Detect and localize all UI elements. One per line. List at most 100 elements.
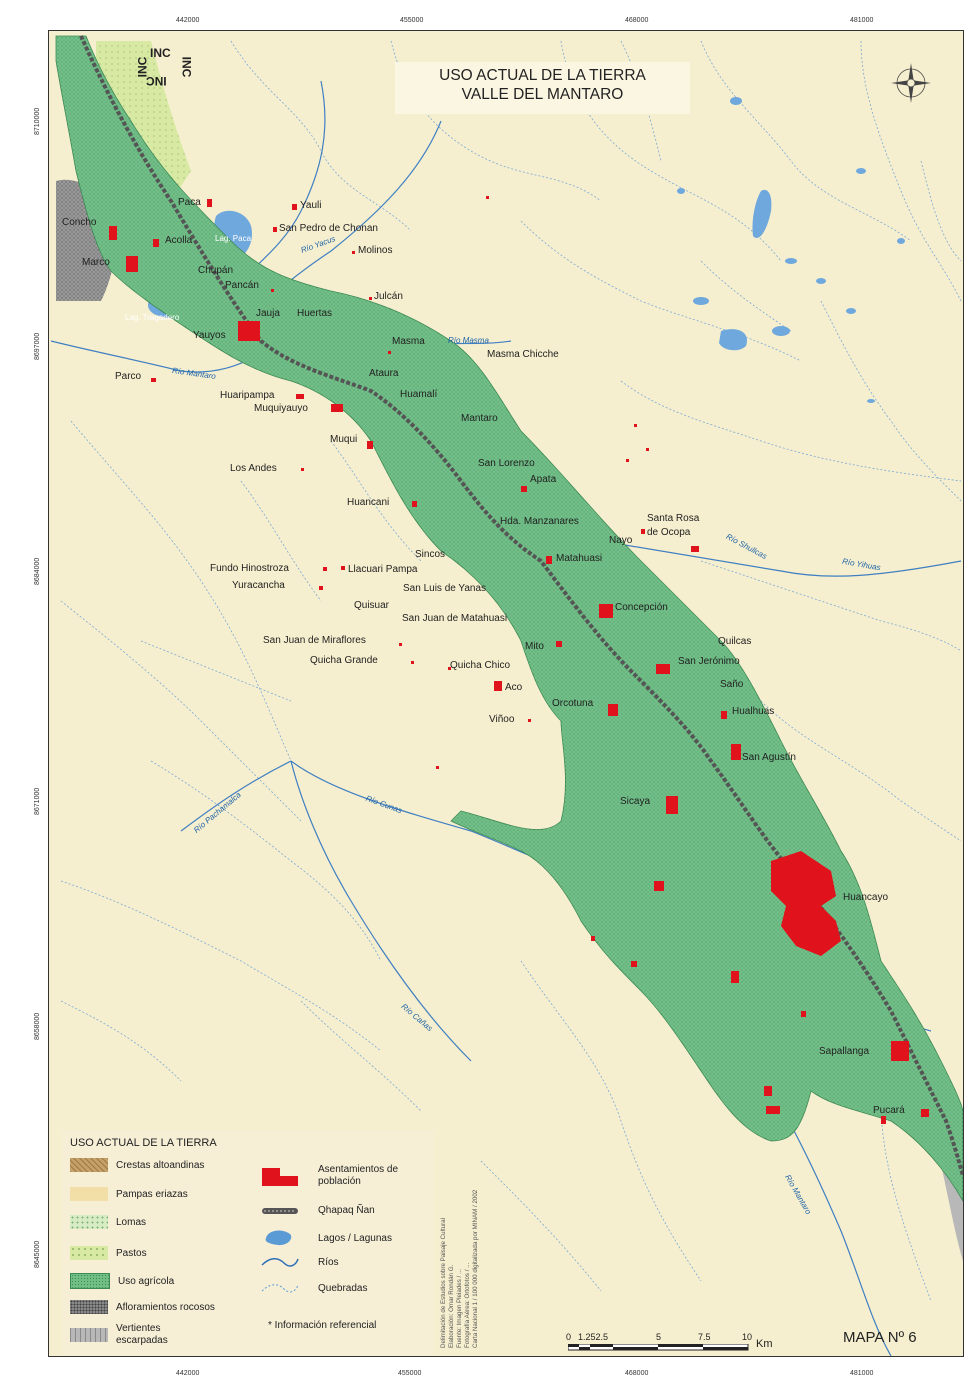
place-label: Santa Rosa: [647, 513, 700, 524]
place-label: San Juan de Matahuasi: [402, 613, 508, 624]
place-label: Sicaya: [620, 796, 651, 807]
scale-unit: Km: [756, 1338, 773, 1350]
legend-item: Pastos: [70, 1246, 147, 1260]
road-icon: [262, 1207, 298, 1214]
north-arrow-icon: [891, 63, 931, 103]
place-label: Quisuar: [354, 600, 390, 611]
coord-left-1: 8710000: [34, 107, 41, 135]
place-label: Aco: [505, 682, 523, 693]
place-label: Saño: [720, 679, 744, 690]
credit-line: Fuente: Imagen Pleiades / ...: [456, 1268, 463, 1348]
inc-logo: INC INC INC INC: [135, 44, 200, 104]
place-label: Nayo: [609, 535, 633, 546]
legend-label: Lomas: [116, 1216, 147, 1228]
coord-top-3: 468000: [625, 17, 649, 24]
place-label: Quicha Chico: [450, 660, 511, 671]
legend-label: Quebradas: [318, 1282, 368, 1294]
place-label: Acolla: [165, 235, 193, 246]
scale-tick-label: 10: [742, 1332, 753, 1342]
place-label: Orcotuna: [552, 698, 594, 709]
place-label: Pucará: [873, 1105, 905, 1116]
coord-bottom-1: 442000: [176, 1370, 200, 1377]
place-label: Sincos: [415, 549, 446, 560]
place-label: Apata: [530, 474, 557, 485]
legend-label: Ríos: [318, 1256, 339, 1268]
map-number: MAPA Nº 6: [843, 1329, 917, 1346]
agricola-swatch: [70, 1273, 110, 1289]
coord-left-3: 8684000: [34, 557, 41, 585]
coord-bottom-2: 455000: [398, 1370, 422, 1377]
place-label: San Agustín: [742, 752, 796, 763]
scale-tick-label: 1.252.5: [578, 1332, 609, 1342]
coord-left-2: 8697000: [34, 332, 41, 360]
legend-label: Vertientes escarpadas: [116, 1323, 168, 1346]
coord-top-4: 481000: [850, 17, 874, 24]
place-label: Concho: [62, 217, 97, 228]
place-label: Yauli: [300, 200, 322, 211]
place-label: Huaripampa: [220, 390, 275, 401]
afloramientos-swatch: [70, 1300, 108, 1314]
legend-label: Asentamientos de población: [318, 1164, 399, 1187]
place-label: Huancayo: [843, 892, 889, 903]
place-label: Parco: [115, 371, 142, 382]
place-label: Molinos: [358, 245, 393, 256]
legend-item: Qhapaq Ñan: [260, 1205, 375, 1216]
place-label: Yauyos: [193, 330, 226, 341]
coord-left-5: 8658000: [34, 1012, 41, 1040]
legend-item: Pampas eriazas: [70, 1187, 188, 1201]
place-label: Huancani: [347, 497, 390, 508]
place-label: Jauja: [256, 308, 280, 319]
settlement-icon: [262, 1168, 298, 1186]
scale-bar-graphic: [568, 1344, 749, 1351]
lake-label: Lag. Tragadero: [125, 313, 180, 322]
legend-item: Afloramientos rocosos: [70, 1300, 215, 1314]
legend-label: Lagos / Lagunas: [318, 1232, 392, 1244]
stream-icon: [261, 1284, 299, 1293]
place-label: Julcán: [374, 291, 403, 302]
legend-label: Qhapaq Ñan: [318, 1205, 375, 1216]
river-icon: [261, 1258, 299, 1267]
credits-block: Delimitación de Estudios sobre Paisaje C…: [438, 1118, 510, 1350]
lomas-swatch: [70, 1215, 108, 1229]
legend-item: Crestas altoandinas: [70, 1158, 204, 1172]
legend-note: * Información referencial: [268, 1320, 376, 1331]
scale-tick-label: 5: [656, 1332, 662, 1342]
place-label: Fundo Hinostroza: [210, 563, 289, 574]
place-label: Sapallanga: [819, 1046, 870, 1057]
map-title-line1: USO ACTUAL DE LA TIERRA: [439, 67, 646, 84]
credit-line: Elaboración: Omar Rondán G.: [448, 1264, 455, 1348]
legend-item: Lomas: [70, 1215, 146, 1229]
place-label: Marco: [82, 257, 110, 268]
crestas-swatch: [70, 1158, 108, 1172]
coord-bottom-3: 468000: [625, 1370, 649, 1377]
legend-label: Pampas eriazas: [116, 1188, 188, 1200]
place-label: Quilcas: [718, 636, 752, 647]
pampas-swatch: [70, 1187, 108, 1201]
place-label: Masma: [392, 336, 425, 347]
logo-text-2: INC: [179, 56, 194, 78]
place-label: Yuracancha: [232, 580, 285, 591]
scale-tick-label: 0: [566, 1332, 572, 1342]
lake-label: Lag. Paca: [215, 234, 252, 243]
map-title: USO ACTUAL DE LA TIERRA VALLE DEL MANTAR…: [395, 62, 690, 114]
place-label: Huamalí: [400, 389, 438, 400]
place-label: de Ocopa: [647, 527, 691, 538]
place-label: Muqui: [330, 434, 358, 445]
place-label: Viñoo: [489, 714, 515, 725]
place-label: Concepción: [615, 602, 668, 613]
place-label: Pancán: [225, 280, 259, 291]
scale-tick-label: 7.5: [698, 1332, 711, 1342]
map-title-line2: VALLE DEL MANTARO: [461, 86, 624, 103]
place-label: San Juan de Miraflores: [263, 635, 366, 646]
coord-top-1: 442000: [176, 17, 200, 24]
place-label: Mantaro: [461, 413, 498, 424]
logo-text-4: INC: [135, 56, 150, 78]
place-label: Llacuari Pampa: [348, 564, 418, 575]
legend-item: Uso agrícola: [70, 1273, 174, 1289]
place-label: Hualhuas: [732, 706, 775, 717]
coord-left-4: 8671000: [34, 787, 41, 815]
place-label: Quicha Grande: [310, 655, 378, 666]
legend-item: Ríos: [260, 1255, 339, 1269]
place-label: San Luis de Yanas: [403, 583, 487, 594]
legend-item: Quebradas: [260, 1281, 367, 1295]
